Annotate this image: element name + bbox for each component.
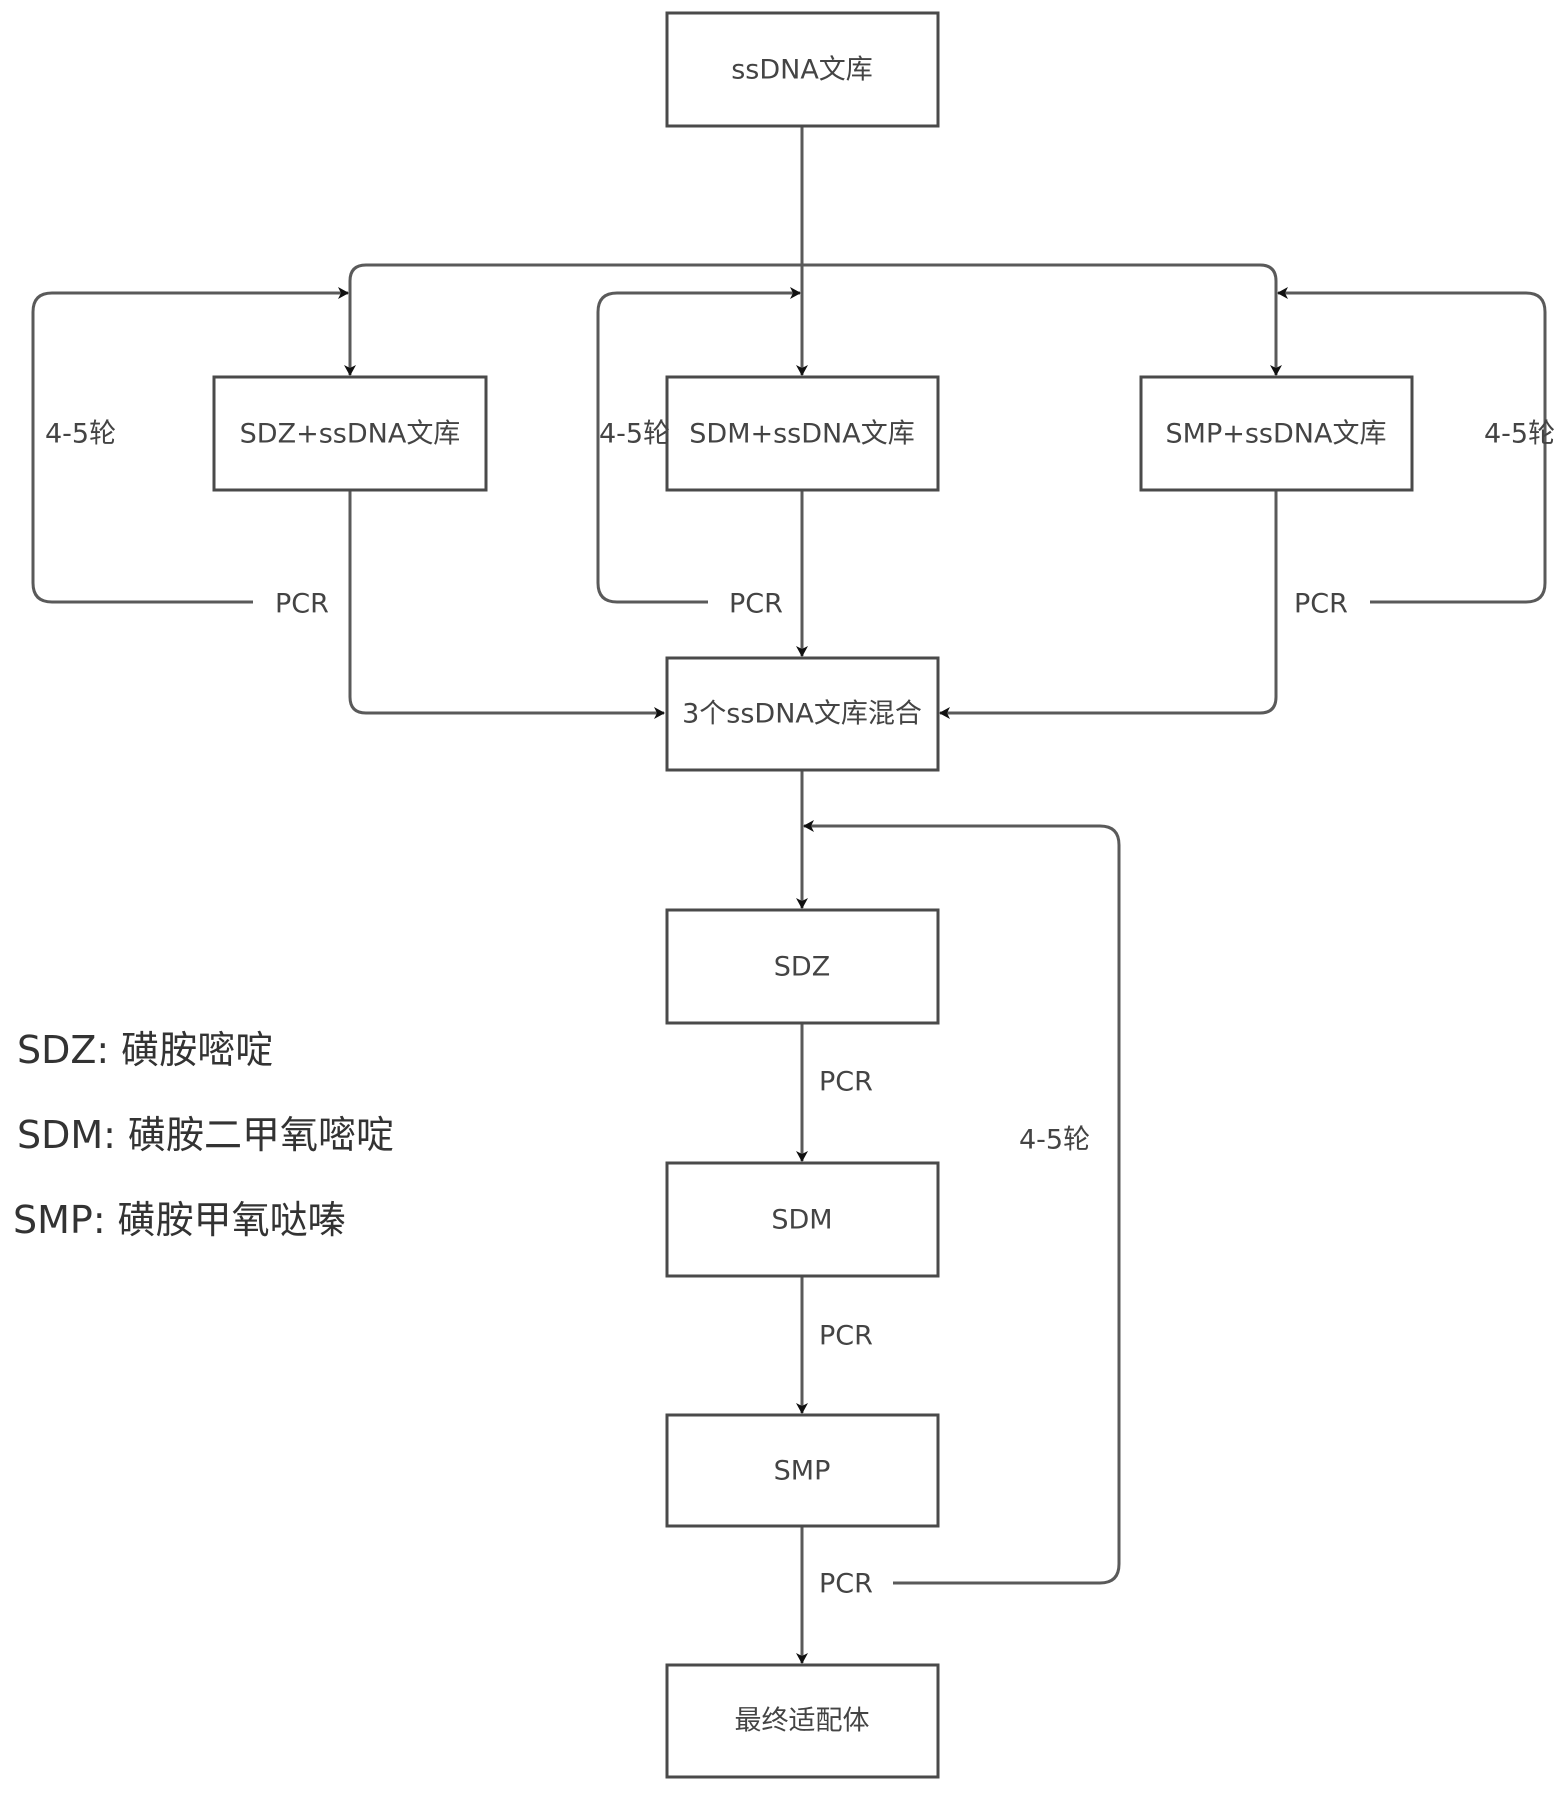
node-library-label: ssDNA文库 bbox=[731, 55, 873, 86]
sdm-loop-rounds-label: 4-5轮 bbox=[599, 419, 670, 450]
edges bbox=[31, 126, 1547, 1664]
legend-abbr: SDZ: bbox=[17, 1028, 109, 1072]
smp-loop-pcr-label: PCR bbox=[1294, 589, 1348, 620]
legend-item-sdm: SDM: 磺胺二甲氧嘧啶 bbox=[17, 1113, 394, 1157]
legend-item-smp: SMP: 磺胺甲氧哒嗪 bbox=[13, 1198, 346, 1242]
edge-sequential-loop bbox=[803, 820, 1121, 1585]
node-sdm: SDM bbox=[665, 1161, 940, 1278]
smp-out-pcr-label: PCR bbox=[819, 1569, 873, 1600]
node-library: ssDNA文库 bbox=[665, 11, 940, 128]
edge-bus-to-smp-library bbox=[802, 263, 1282, 376]
legend-item-sdz: SDZ: 磺胺嘧啶 bbox=[17, 1028, 273, 1072]
legend-abbr: SMP: bbox=[13, 1198, 106, 1242]
sdz-loop-pcr-label: PCR bbox=[275, 589, 329, 620]
sdz-loop-rounds-label: 4-5轮 bbox=[45, 419, 116, 450]
sdm-to-smp-pcr-label: PCR bbox=[819, 1321, 873, 1352]
legend-name: 磺胺嘧啶 bbox=[121, 1028, 273, 1072]
node-final-label: 最终适配体 bbox=[735, 1706, 870, 1737]
edge-smp-library-to-mix bbox=[939, 490, 1278, 719]
node-smp-library-label: SMP+ssDNA文库 bbox=[1166, 419, 1387, 450]
node-sdm-library: SDM+ssDNA文库 bbox=[665, 375, 940, 492]
legend-name: 磺胺甲氧哒嗪 bbox=[118, 1198, 346, 1242]
legend-abbr: SDM: bbox=[17, 1113, 116, 1157]
node-final: 最终适配体 bbox=[665, 1663, 940, 1779]
node-mix: 3个ssDNA文库混合 bbox=[665, 656, 940, 772]
legend: SDZ: 磺胺嘧啶 SDM: 磺胺二甲氧嘧啶 SMP: 磺胺甲氧哒嗪 bbox=[13, 1028, 394, 1242]
edge-sdz-loop bbox=[31, 287, 349, 604]
node-sdm-label: SDM bbox=[771, 1205, 832, 1236]
node-smp-label: SMP bbox=[774, 1456, 831, 1487]
edge-smp-loop bbox=[1277, 287, 1547, 604]
node-sdz-library: SDZ+ssDNA文库 bbox=[212, 375, 488, 492]
edge-sdz-library-to-mix bbox=[348, 490, 665, 719]
node-mix-label: 3个ssDNA文库混合 bbox=[682, 699, 922, 730]
sequential-loop-rounds-label: 4-5轮 bbox=[1019, 1125, 1090, 1156]
node-smp: SMP bbox=[665, 1413, 940, 1528]
node-sdz-library-label: SDZ+ssDNA文库 bbox=[240, 419, 461, 450]
edge-labels: 4-5轮 4-5轮 4-5轮 PCR PCR PCR PCR PCR PCR 4… bbox=[45, 419, 1555, 1600]
sdm-loop-pcr-label: PCR bbox=[729, 589, 783, 620]
legend-name: 磺胺二甲氧嘧啶 bbox=[128, 1113, 394, 1157]
node-sdz-label: SDZ bbox=[774, 952, 830, 983]
sdz-to-sdm-pcr-label: PCR bbox=[819, 1067, 873, 1098]
smp-loop-rounds-label: 4-5轮 bbox=[1484, 419, 1555, 450]
node-smp-library: SMP+ssDNA文库 bbox=[1139, 375, 1414, 492]
node-sdm-library-label: SDM+ssDNA文库 bbox=[689, 419, 914, 450]
edge-sdm-loop bbox=[596, 287, 801, 604]
node-sdz: SDZ bbox=[665, 908, 940, 1025]
edge-bus-to-sdz-library bbox=[344, 263, 802, 376]
